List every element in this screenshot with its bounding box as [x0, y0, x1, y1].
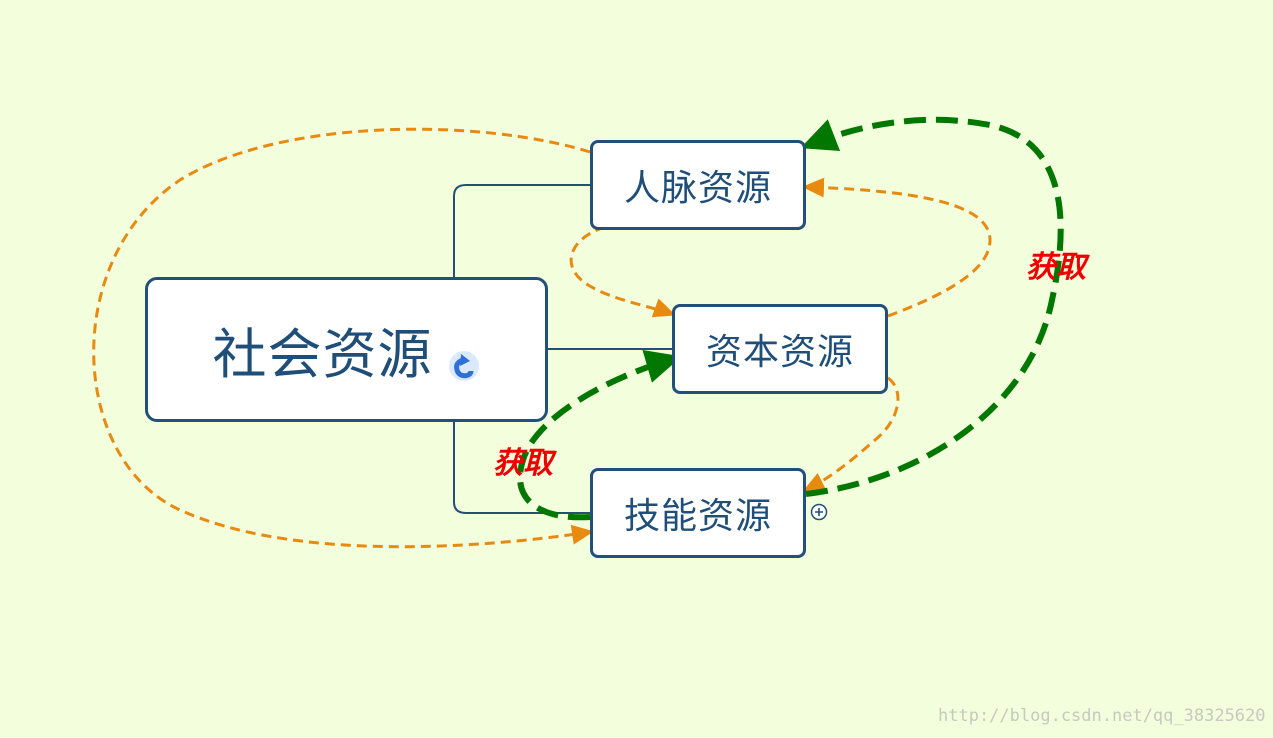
node-ziben[interactable]: 资本资源 [672, 304, 888, 394]
orange-dashed-arrows [92, 127, 992, 549]
node-renmai-label: 人脉资源 [623, 168, 772, 209]
arrow-renmai-to-ziben [569, 225, 676, 318]
node-jineng[interactable]: 技能资源 [590, 468, 806, 558]
watermark: http://blog.csdn.net/qq_38325620 [938, 706, 1266, 726]
node-jineng-label: 技能资源 [623, 496, 772, 537]
acquire-label-right: 获取 [1026, 250, 1086, 285]
plus-circle-icon[interactable] [810, 503, 828, 521]
arrow-jineng-to-ziben [516, 350, 682, 521]
root-node[interactable]: 社会资源 [145, 277, 548, 422]
arrow-ziben-to-jineng [802, 376, 900, 492]
blue-curved-arrow-icon [447, 333, 481, 381]
arrow-jineng-to-renmai [800, 116, 1064, 497]
arrow-renmai-to-jineng-outer [92, 127, 594, 549]
green-dashed-arrows [516, 116, 1064, 521]
node-renmai[interactable]: 人脉资源 [590, 140, 806, 230]
connector-root-renmai [453, 184, 590, 277]
tree-connectors [453, 184, 672, 514]
connector-root-jineng [453, 422, 590, 514]
node-ziben-label: 资本资源 [705, 332, 854, 373]
root-node-label: 社会资源 [212, 323, 433, 386]
acquire-label-left: 获取 [493, 446, 553, 481]
arrow-ziben-to-renmai [802, 177, 992, 318]
